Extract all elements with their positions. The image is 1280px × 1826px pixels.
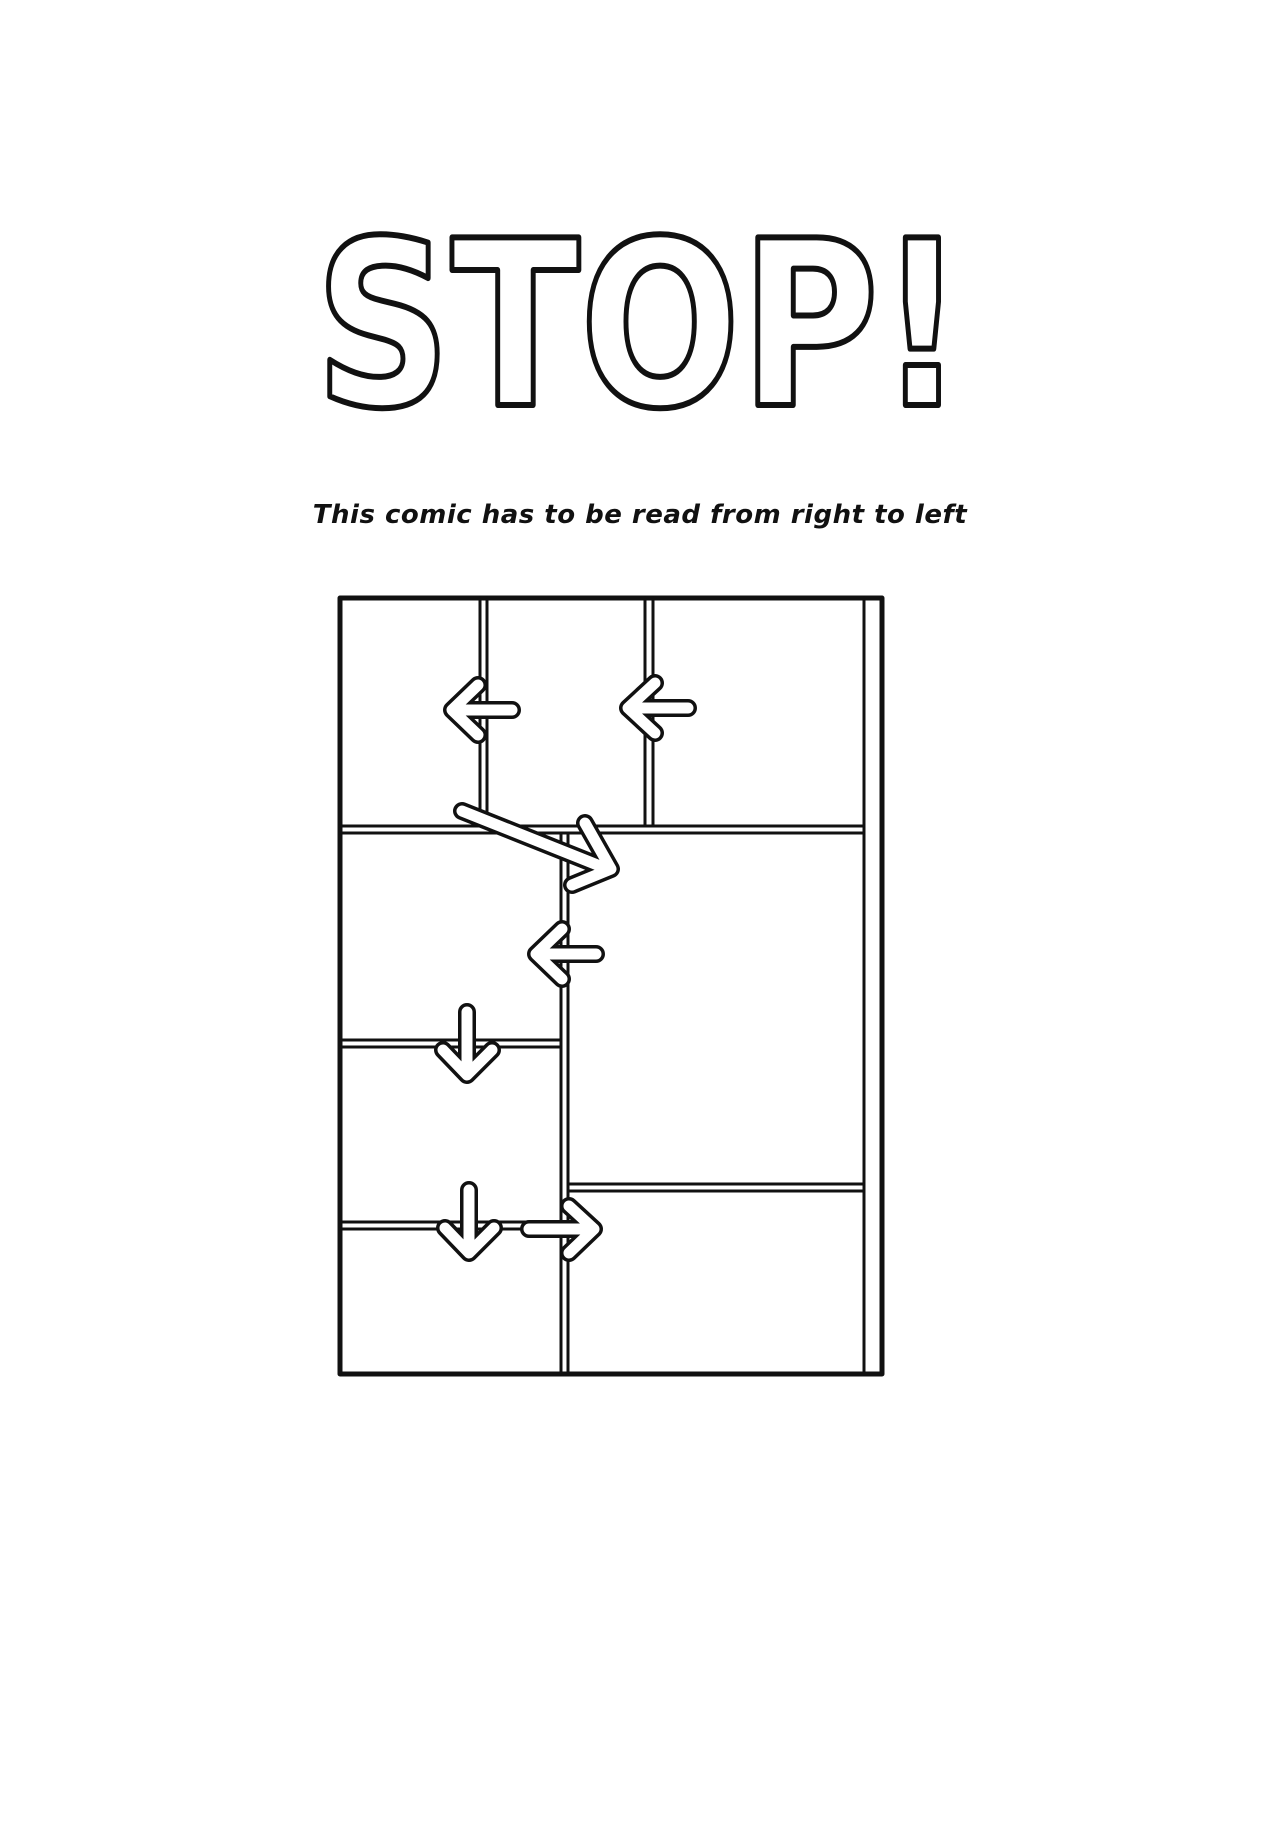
stop-headline: STOP!: [315, 193, 965, 440]
page-frame: [337, 595, 885, 1377]
right-arrow-icon: [520, 1197, 603, 1262]
diagonal-down-right-arrow-icon: [453, 802, 620, 894]
down-arrow-icon: [436, 1181, 503, 1262]
left-arrow-icon: [527, 920, 605, 988]
left-arrow-icon: [619, 674, 697, 742]
left-arrow-icon: [443, 676, 521, 744]
stop-headline-graphic: STOP!: [312, 190, 968, 440]
reading-direction-note: This comic has to be read from right to …: [312, 500, 968, 530]
down-arrow-icon: [434, 1003, 501, 1084]
